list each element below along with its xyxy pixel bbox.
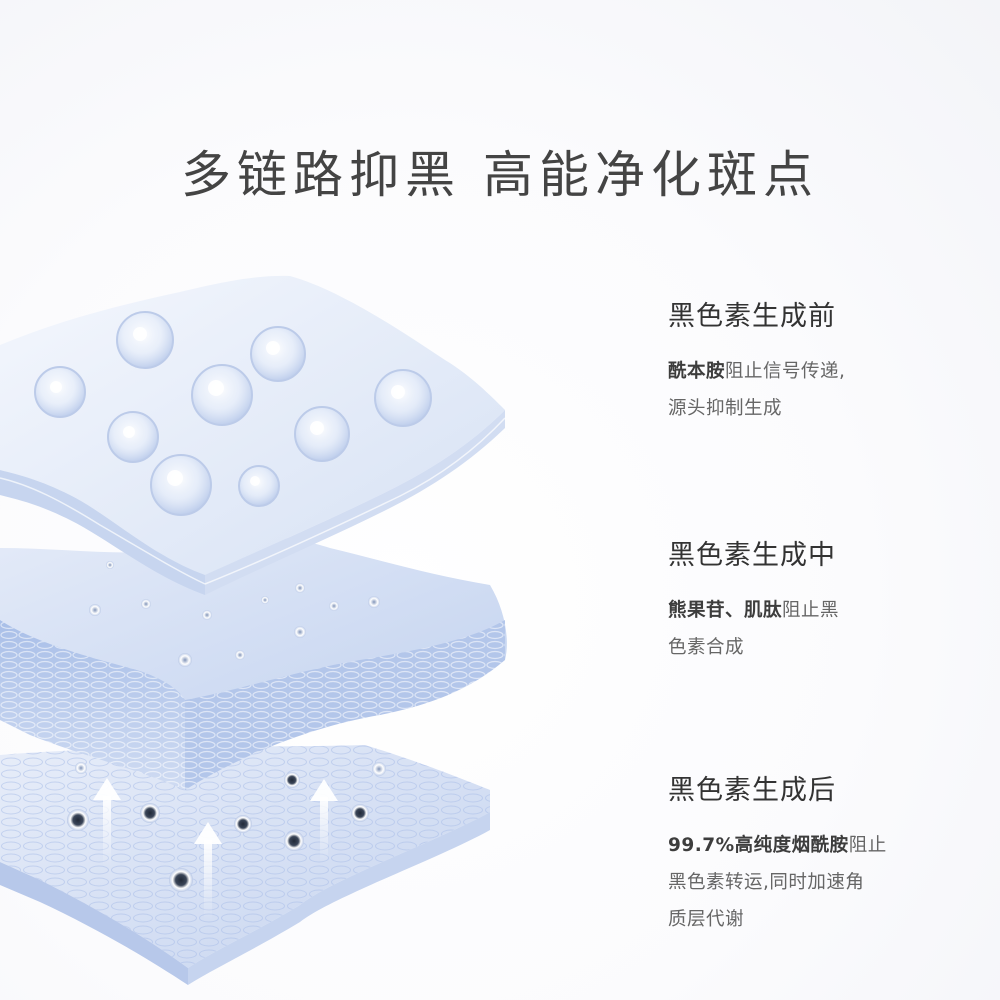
- desc-line: 熊果苷、肌肽阻止黑: [668, 592, 988, 629]
- arrow-up-icon: [310, 779, 338, 863]
- stage-block-after: 黑色素生成后 99.7%高纯度烟酰胺阻止 黑色素转运,同时加速角 质层代谢: [668, 768, 988, 938]
- desc-text: 阻止黑: [782, 600, 840, 621]
- arrow-up-icon: [93, 778, 121, 866]
- desc-line: 酰本胺阻止信号传递,: [668, 353, 988, 390]
- arrow-up-icon: [194, 822, 222, 920]
- page-headline: 多链路抑黑 高能净化斑点: [181, 146, 819, 204]
- particles-middle: [89, 561, 380, 667]
- top-skin-layer: [0, 275, 506, 595]
- desc-text: 黑色素转运,同时加速角: [668, 872, 865, 893]
- desc-text: 源头抑制生成: [668, 398, 783, 419]
- desc-text: 阻止信号传递,: [725, 361, 846, 382]
- bubble-icon: [150, 454, 212, 516]
- stage-title: 黑色素生成后: [668, 775, 836, 806]
- desc-line: 99.7%高纯度烟酰胺阻止: [668, 827, 988, 864]
- desc-line: 源头抑制生成: [668, 390, 988, 427]
- bubbles-top: [34, 311, 432, 516]
- bubble-icon: [107, 411, 159, 463]
- ingredient-highlight: 熊果苷、肌肽: [668, 600, 783, 621]
- stage-title: 黑色素生成中: [668, 540, 836, 571]
- desc-text: 阻止: [848, 835, 887, 856]
- stage-title: 黑色素生成前: [668, 301, 836, 332]
- bubble-icon: [374, 369, 432, 427]
- desc-line: 黑色素转运,同时加速角: [668, 864, 988, 901]
- stage-description: 熊果苷、肌肽阻止黑 色素合成: [668, 592, 988, 666]
- bubble-icon: [294, 406, 350, 462]
- middle-skin-layer: [0, 536, 507, 790]
- bubble-icon: [191, 364, 253, 426]
- bubble-icon: [34, 366, 86, 418]
- stage-block-before: 黑色素生成前 酰本胺阻止信号传递, 源头抑制生成: [668, 294, 988, 427]
- bubble-icon: [250, 326, 306, 382]
- stage-description: 酰本胺阻止信号传递, 源头抑制生成: [668, 353, 988, 427]
- desc-text: 质层代谢: [668, 909, 745, 930]
- desc-line: 色素合成: [668, 629, 988, 666]
- bubble-icon: [116, 311, 174, 369]
- desc-text: 色素合成: [668, 637, 745, 658]
- ingredient-highlight: 酰本胺: [668, 361, 726, 382]
- stage-description: 99.7%高纯度烟酰胺阻止 黑色素转运,同时加速角 质层代谢: [668, 827, 988, 938]
- upward-arrows: [93, 778, 338, 920]
- bubble-icon: [238, 465, 280, 507]
- desc-line: 质层代谢: [668, 901, 988, 938]
- bottom-skin-layer: [0, 745, 490, 985]
- stage-block-during: 黑色素生成中 熊果苷、肌肽阻止黑 色素合成: [668, 533, 988, 666]
- ingredient-highlight: 99.7%高纯度烟酰胺: [668, 835, 849, 856]
